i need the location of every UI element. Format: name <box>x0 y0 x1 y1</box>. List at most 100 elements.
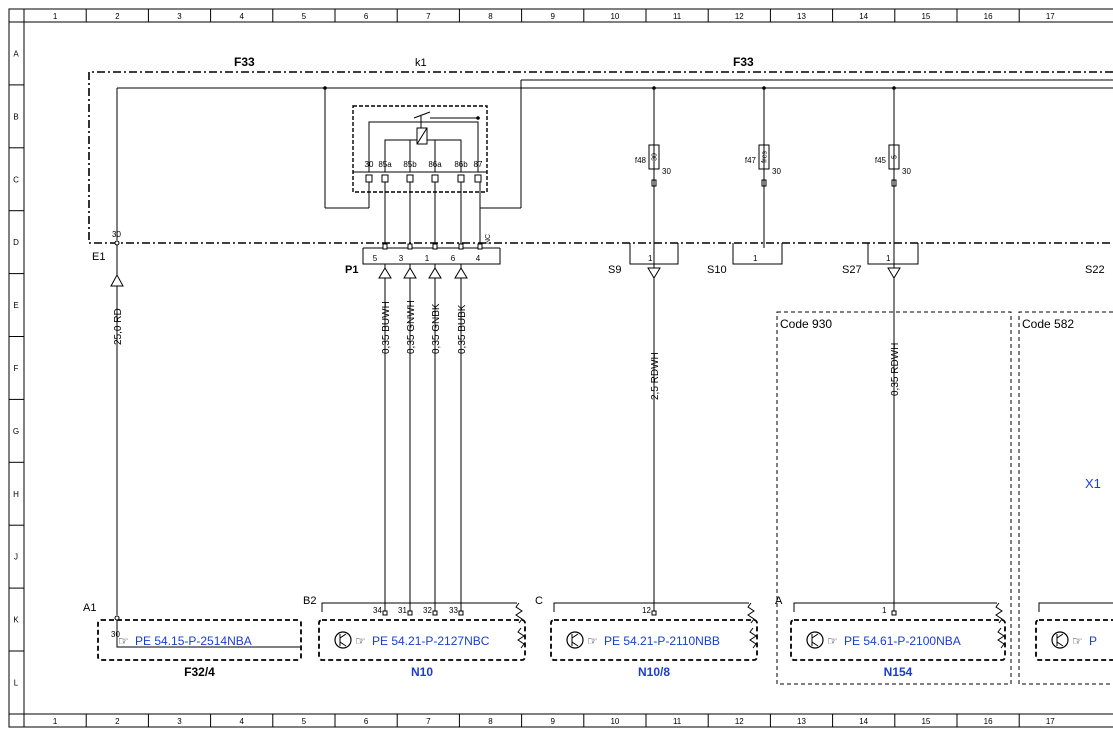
fuse-value: 5 <box>892 155 899 159</box>
break-mark <box>997 627 1005 649</box>
document-reference-link[interactable]: PE 54.21-P-2127NBC <box>372 634 490 648</box>
relay-pin-terminal <box>474 174 482 183</box>
relay-k1 <box>352 105 488 193</box>
break-mark <box>517 627 525 649</box>
p1-pin-number: 6 <box>451 254 456 263</box>
component-pin-label: 34 <box>373 606 382 615</box>
p1-pin-number: 1 <box>425 254 430 263</box>
document-reference-link[interactable]: PE 54.15-P-2514NBA <box>135 634 252 648</box>
relay-pin-label: 86a <box>428 160 442 169</box>
row-letter: B <box>13 112 18 121</box>
p1-pin-terminal <box>382 243 388 250</box>
row-letter: C <box>13 175 19 184</box>
s27-pin: 1 <box>886 254 891 263</box>
wire-arrows <box>110 267 901 287</box>
fuse-pin: 30 <box>772 167 781 176</box>
break-mark <box>749 627 757 649</box>
transistor-icon <box>566 631 584 649</box>
connector-header <box>321 602 517 612</box>
component-body <box>790 619 1006 661</box>
frame <box>8 8 1113 728</box>
fuse-box-label-right: F33 <box>733 55 754 69</box>
relay-pin-terminal <box>431 174 439 183</box>
fuse-value: fres <box>762 151 769 163</box>
pointing-hand-icon: ☞ <box>827 634 838 648</box>
relay-pin-terminal <box>457 174 465 183</box>
internal-wire <box>116 620 300 648</box>
fuse-name: f45 <box>875 156 887 165</box>
row-letter: A <box>13 49 19 58</box>
row-letter: J <box>14 553 18 562</box>
pointing-hand-icon: ☞ <box>355 634 366 648</box>
component-pin-label: 1 <box>882 606 887 615</box>
column-number-top: 5 <box>302 12 307 21</box>
p1-nc-label: NC <box>485 234 492 244</box>
p1-pin-number: 5 <box>373 254 378 263</box>
row-letter: F <box>14 364 19 373</box>
connector-label: A1 <box>83 602 96 614</box>
break-mark <box>995 602 1003 624</box>
component-pin-label: 30 <box>111 630 120 639</box>
connector-terminal <box>114 615 120 621</box>
fuse-box-f33 <box>88 71 1113 244</box>
component-pin-label: 31 <box>398 606 407 615</box>
p1-pin-number: 4 <box>476 254 481 263</box>
row-letter: H <box>13 490 19 499</box>
column-number-bottom: 14 <box>859 717 868 726</box>
row-letter: L <box>14 678 19 687</box>
column-number-bottom: 10 <box>610 717 619 726</box>
p1-pin-terminal <box>477 243 483 250</box>
column-number-bottom: 4 <box>239 717 244 726</box>
document-reference-link[interactable]: P <box>1089 634 1097 648</box>
wire-label-p1-3: 0,35 GNBK <box>431 303 442 354</box>
transistor-icon <box>1051 631 1069 649</box>
column-number-top: 16 <box>984 12 993 21</box>
p1-pin-terminal <box>458 243 464 250</box>
grid-columns: 1122334455667788991010111112121313141415… <box>23 9 1055 727</box>
transistor-icon <box>806 631 824 649</box>
pin-terminal <box>458 610 464 616</box>
column-number-bottom: 15 <box>921 717 930 726</box>
wire-label-s27: 0,35 RDWH <box>890 343 901 396</box>
component-name: N154 <box>884 665 913 679</box>
s10-pin: 1 <box>753 254 758 263</box>
relay-pin-label: 85b <box>403 160 417 169</box>
pin-terminal <box>382 610 388 616</box>
pointing-hand-icon: ☞ <box>587 634 598 648</box>
e1-label: E1 <box>92 251 105 263</box>
connector-label: A <box>775 595 783 607</box>
relay-label: k1 <box>415 57 427 69</box>
relay-pin-terminal <box>406 174 414 183</box>
p1-pin-terminal <box>407 243 413 250</box>
column-number-top: 7 <box>426 12 431 21</box>
document-reference-link[interactable]: PE 54.61-P-2100NBA <box>844 634 961 648</box>
component-pin-label: 32 <box>423 606 432 615</box>
column-number-bottom: 7 <box>426 717 431 726</box>
pin-terminal <box>891 610 897 616</box>
p1-label: P1 <box>345 264 358 276</box>
column-number-bottom: 3 <box>177 717 182 726</box>
connector-label: C <box>535 595 543 607</box>
column-number-top: 10 <box>610 12 619 21</box>
column-number-top: 14 <box>859 12 868 21</box>
column-number-top: 9 <box>550 12 555 21</box>
code-boxes <box>776 311 1113 685</box>
column-number-top: 15 <box>921 12 930 21</box>
break-mark <box>747 602 755 624</box>
relay-pin-label: 87 <box>474 160 483 169</box>
connector-label: B2 <box>303 595 316 607</box>
column-number-top: 8 <box>488 12 493 21</box>
pin-terminal <box>651 610 657 616</box>
column-number-bottom: 2 <box>115 717 120 726</box>
column-number-top: 17 <box>1046 12 1055 21</box>
column-number-top: 12 <box>735 12 744 21</box>
document-reference-link[interactable]: PE 54.21-P-2110NBB <box>604 634 720 648</box>
relay-pin-terminal <box>365 174 373 183</box>
relay-contact-dot <box>476 116 480 120</box>
